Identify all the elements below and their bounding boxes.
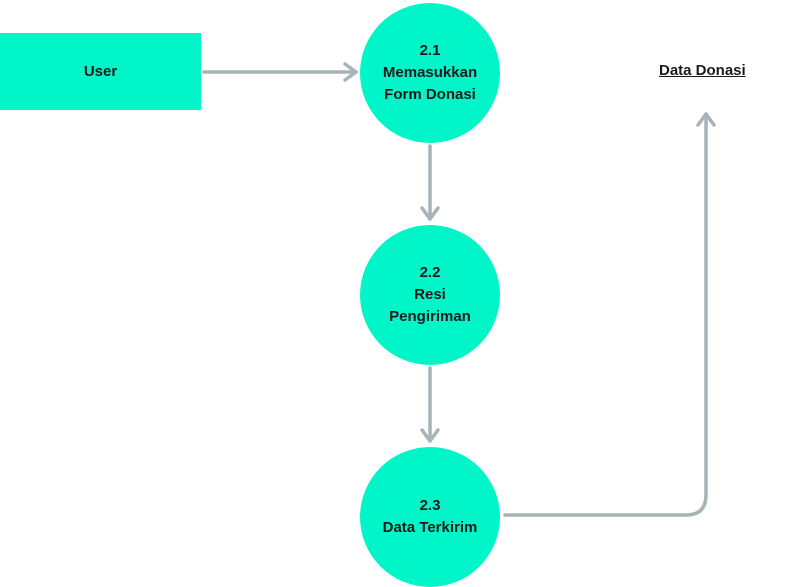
arrowhead-2-2-to-2-3 <box>420 428 440 443</box>
process-number: 2.2 <box>419 264 441 281</box>
process-2-2[interactable]: 2.2 Resi Pengiriman <box>360 225 500 365</box>
arrowhead-2-3-to-data-donasi <box>696 112 716 127</box>
arrowhead-user-to-2-1 <box>343 62 358 82</box>
process-name-line-2: Pengiriman <box>389 308 471 325</box>
data-store-data-donasi[interactable]: Data Donasi <box>659 62 746 79</box>
process-name-line-1: Resi <box>414 286 446 303</box>
flow-2-3-to-data-donasi <box>503 112 708 517</box>
process-name-line-1: Data Terkirim <box>382 519 478 536</box>
process-name-line-2: Form Donasi <box>384 86 476 103</box>
process-2-3[interactable]: 2.3 Data Terkirim <box>360 447 500 587</box>
external-entity-user[interactable]: User <box>0 33 201 110</box>
arrowhead-2-1-to-2-2 <box>420 206 440 221</box>
process-number: 2.3 <box>419 497 441 514</box>
process-number: 2.1 <box>419 42 441 59</box>
process-name-line-1: Memasukkan <box>382 64 478 81</box>
external-entity-label: User <box>83 63 118 80</box>
process-2-1[interactable]: 2.1 Memasukkan Form Donasi <box>360 3 500 143</box>
